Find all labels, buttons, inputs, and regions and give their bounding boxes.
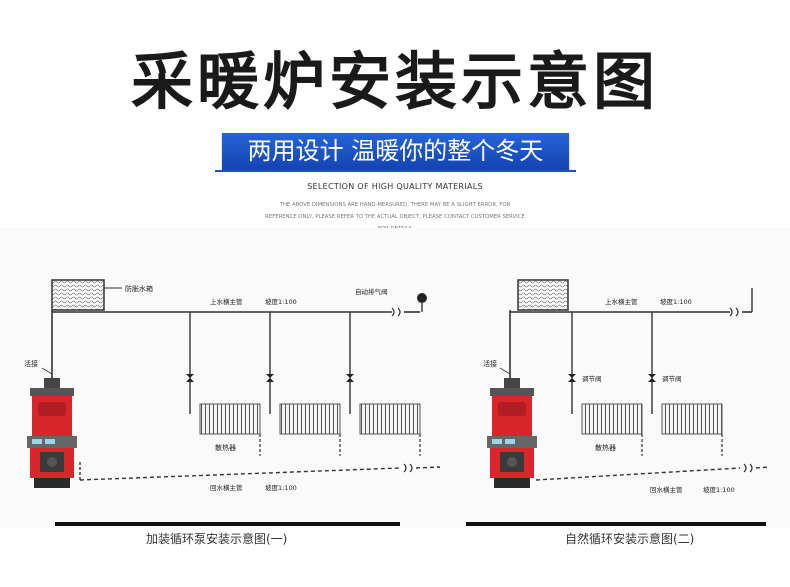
label-return-main: 回水横主管 [210, 483, 243, 492]
diagram-two: 上水横主管 坡度1:100 调节阀 调节阀 散热器 回水横主管 坡度1:100 … [466, 279, 771, 526]
label-tank: 防胀水箱 [125, 284, 153, 293]
label-return-main-2: 回水横主管 [650, 485, 683, 494]
label-valve-2: 调节阀 [662, 374, 682, 383]
label-valve-1: 调节阀 [582, 374, 602, 383]
installation-diagrams: 防胀水箱 自动排气阀 上水横主管 坡度1:100 散热器 回水横主管 坡度1:1… [0, 228, 790, 528]
label-supply-main-2: 上水横主管 [605, 297, 638, 306]
caption-diagram-two: 自然循环安装示意图(二) [565, 532, 695, 546]
page-title: 采暖炉安装示意图 [130, 45, 659, 118]
label-union-2: 活接 [483, 359, 497, 368]
caption-diagram-one: 加装循环泵安装示意图(一) [146, 532, 288, 546]
label-radiator-2: 散热器 [595, 443, 616, 452]
label-supply-slope-2: 坡度1:100 [660, 297, 692, 306]
label-return-slope: 坡度1:100 [265, 483, 297, 492]
label-radiator: 散热器 [215, 443, 236, 452]
diagram-one: 防胀水箱 自动排气阀 上水横主管 坡度1:100 散热器 回水横主管 坡度1:1… [24, 279, 441, 526]
label-exhaust-valve: 自动排气阀 [355, 287, 388, 296]
banner-underline [215, 170, 576, 172]
label-return-slope-2: 坡度1:100 [703, 485, 735, 494]
label-supply-main: 上水横主管 [210, 297, 243, 306]
subtitle: SELECTION OF HIGH QUALITY MATERIALS [307, 182, 483, 191]
label-supply-slope: 坡度1:100 [265, 297, 297, 306]
label-union: 活接 [24, 359, 38, 368]
slogan-banner: 两用设计 温暖你的整个冬天 [222, 133, 569, 170]
